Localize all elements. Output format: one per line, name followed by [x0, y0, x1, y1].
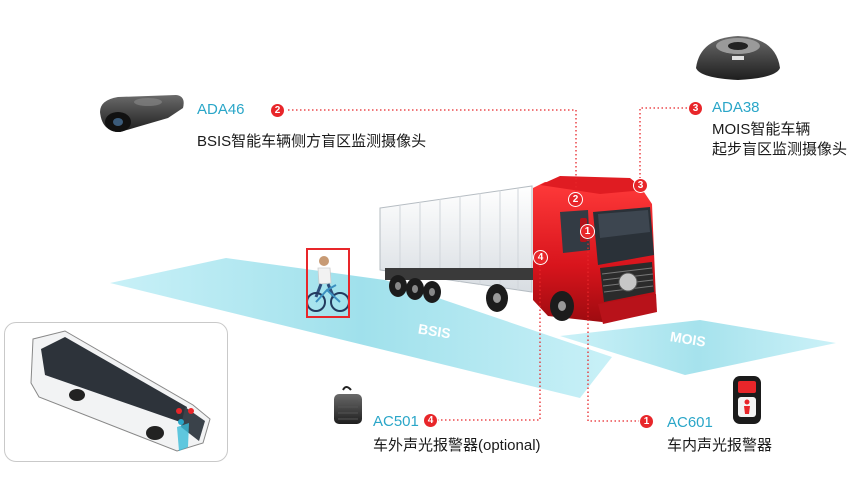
ada38-description-line1: MOIS智能车辆 [712, 121, 811, 138]
leader-lines [288, 107, 687, 422]
ac601-description: 车内声光报警器 [667, 437, 773, 454]
mois-zone [560, 320, 836, 375]
ac601-model-label: AC601 [667, 414, 713, 431]
ada38-camera [696, 36, 780, 80]
bus-inset-panel [4, 322, 228, 462]
truck-badge-4: 4 [534, 251, 547, 264]
ac501-alarm [334, 386, 362, 424]
badge-4-ac501: 4 [424, 414, 437, 427]
badge-1-ac601: 1 [640, 415, 653, 428]
truck-badge-1: 1 [581, 225, 594, 238]
ac501-model-label: AC501 [373, 413, 419, 430]
truck-badge-3: 3 [634, 179, 647, 192]
truck-trailer [379, 185, 533, 293]
ada38-description-line2: 起步盲区监测摄像头 [712, 141, 848, 158]
cyclist-detection-box [306, 248, 350, 318]
bsis-zone [110, 258, 612, 398]
cab-wheels [486, 284, 574, 321]
ada46-camera [100, 95, 184, 132]
badge-2-ada46: 2 [271, 104, 284, 117]
badge-3-ada38: 3 [689, 102, 702, 115]
bus-illustration [30, 330, 211, 452]
ada38-model-label: ADA38 [712, 99, 760, 116]
ac501-description: 车外声光报警器(optional) [373, 437, 541, 454]
ada46-description: BSIS智能车辆侧方盲区监测摄像头 [197, 133, 427, 150]
truck-badge-2: 2 [569, 193, 582, 206]
ada46-model-label: ADA46 [197, 101, 245, 118]
ac601-alarm [733, 376, 761, 424]
